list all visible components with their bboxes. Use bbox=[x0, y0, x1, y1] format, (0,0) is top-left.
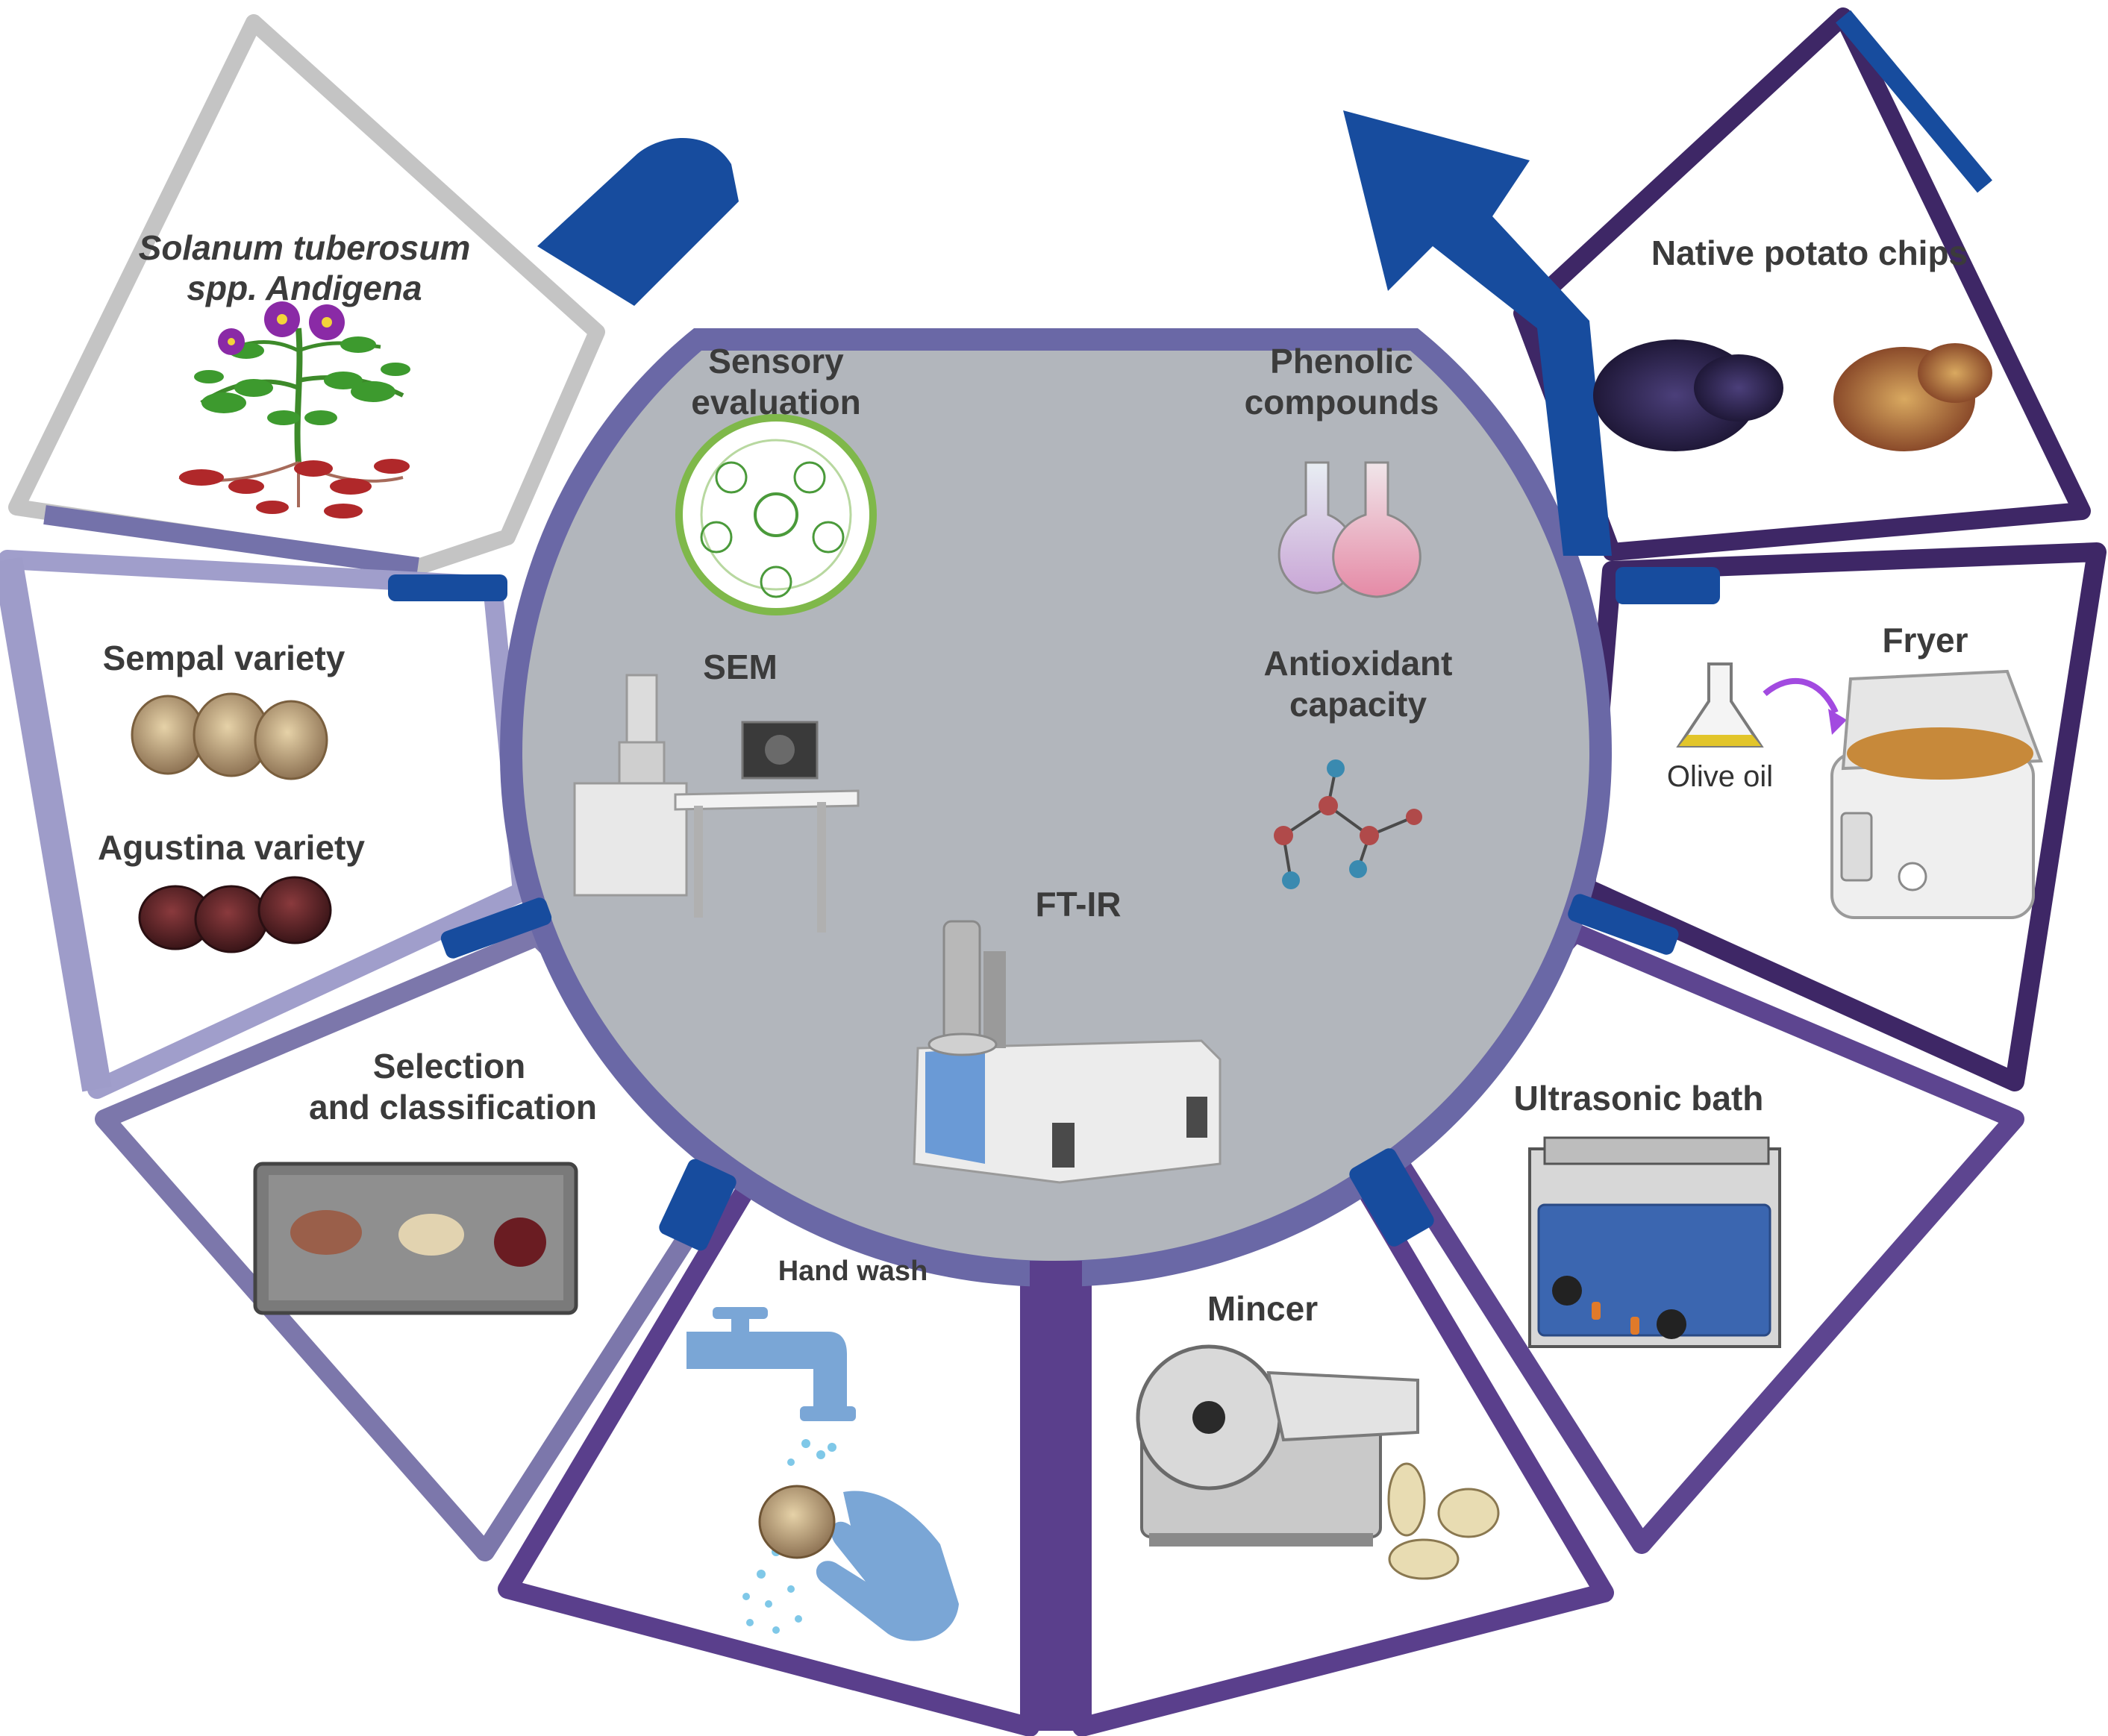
olive-oil-flask-icon bbox=[1676, 662, 1847, 748]
ring-connectors bbox=[388, 567, 1720, 1251]
antioxidant-label-line1: Antioxidant bbox=[1264, 644, 1453, 683]
fryer-label: Fryer bbox=[1882, 621, 1968, 659]
selection-label-line1: Selection bbox=[373, 1047, 526, 1085]
sensory-wheel-icon bbox=[675, 414, 877, 615]
ultrasonic-bath-icon bbox=[1528, 1136, 1781, 1348]
segment-plant bbox=[8, 14, 605, 577]
antioxidant-label-line2: capacity bbox=[1289, 685, 1427, 724]
cycle-arrow bbox=[537, 110, 1612, 556]
hub-stem bbox=[1030, 1261, 1082, 1731]
molecule-icon bbox=[1274, 759, 1422, 889]
phenolic-label-line2: compounds bbox=[1245, 383, 1439, 422]
potato-plant-icon bbox=[178, 301, 410, 518]
ultrasonic-label: Ultrasonic bath bbox=[1514, 1079, 1764, 1118]
agustina-label: Agustina variety bbox=[98, 828, 365, 867]
chips-label: Native potato chips bbox=[1651, 234, 1968, 272]
segment-chips bbox=[1513, 7, 2091, 561]
selection-label-line2: and classification bbox=[309, 1088, 597, 1126]
olive-oil-label: Olive oil bbox=[1667, 760, 1773, 793]
plant-name-line2: spp. Andigena bbox=[187, 269, 422, 307]
mincer-label: Mincer bbox=[1207, 1289, 1318, 1328]
potato-tray-icon bbox=[253, 1162, 578, 1315]
fryer-icon bbox=[1830, 669, 2043, 919]
sensory-label-line1: Sensory bbox=[708, 342, 844, 380]
handwash-label: Hand wash bbox=[778, 1256, 928, 1287]
segment-varieties bbox=[0, 550, 532, 1099]
sem-label: SEM bbox=[703, 648, 778, 686]
sem-microscope-icon bbox=[573, 674, 860, 933]
washed-potato-icon bbox=[758, 1485, 836, 1559]
phenolic-label-line1: Phenolic bbox=[1270, 342, 1413, 380]
hands-icon bbox=[816, 1491, 959, 1641]
sempal-potatoes-icon bbox=[131, 692, 328, 780]
faucet-icon bbox=[686, 1307, 856, 1421]
plant-name-line1: Solanum tuberosum bbox=[139, 228, 471, 267]
flasks-icon bbox=[1277, 461, 1422, 598]
sempal-label: Sempal variety bbox=[103, 639, 345, 677]
agustina-potatoes-icon bbox=[138, 876, 332, 953]
potato-chips-icon bbox=[1593, 339, 1992, 451]
ftir-spectrometer-icon bbox=[913, 920, 1222, 1184]
ftir-label: FT-IR bbox=[1036, 885, 1122, 924]
slicer-icon bbox=[1136, 1344, 1500, 1580]
